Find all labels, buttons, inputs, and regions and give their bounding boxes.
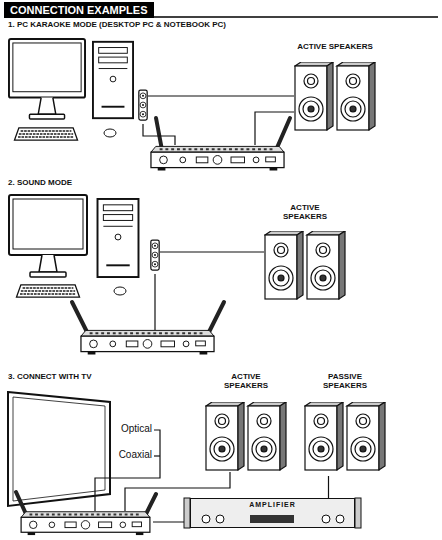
amplifier-illustration	[190, 498, 355, 528]
tv-scene	[8, 392, 385, 535]
speaker-group: ACTIVE SPEAKERS	[262, 203, 348, 303]
amplifier-box: AMPLIFIER	[190, 498, 355, 528]
audio-cable	[160, 251, 264, 252]
audio-cable	[143, 124, 175, 145]
audio-jack-panel	[151, 240, 159, 270]
section-heading: 3. CONNECT WITH TV	[8, 372, 188, 382]
monitor-icon	[9, 39, 85, 119]
sound-mode-scene	[9, 195, 345, 355]
amplifier-illustration	[250, 515, 294, 523]
amplifier-illustration	[216, 515, 224, 523]
pc-tower-icon	[93, 42, 133, 118]
wireless-receiver	[81, 330, 214, 354]
wireless-receiver	[21, 512, 150, 535]
audio-jack-panel	[139, 90, 147, 120]
speaker-label: ACTIVE SPEAKERS	[285, 42, 385, 51]
tv-screen	[13, 397, 105, 501]
mouse-icon	[114, 287, 126, 295]
amplifier-illustration	[336, 515, 344, 523]
page-title: CONNECTION EXAMPLES	[4, 2, 154, 18]
section-heading: 2. SOUND MODE	[8, 178, 308, 188]
speaker-group: ACTIVE SPEAKERS	[285, 42, 385, 134]
monitor-icon	[9, 195, 87, 277]
connection-label: Coaxial	[108, 449, 152, 461]
section-heading: 1. PC KARAOKE MODE (DESKTOP PC & NOTEBOO…	[8, 20, 428, 30]
audio-cable	[155, 252, 264, 330]
antenna	[276, 118, 290, 150]
audio-cable	[255, 112, 294, 145]
audio-cable	[154, 455, 160, 456]
speaker-cable	[328, 476, 329, 498]
audio-cable	[154, 274, 155, 330]
mouse-icon	[104, 129, 116, 137]
keyboard-icon	[17, 285, 80, 297]
speaker-pair-icon	[265, 231, 345, 299]
keyboard-icon	[15, 128, 78, 140]
amplifier-label: AMPLIFIER	[193, 501, 353, 509]
speaker-label: PASSIVE SPEAKERS	[310, 372, 380, 390]
antenna	[156, 118, 290, 150]
antenna	[72, 302, 88, 334]
antenna	[156, 118, 162, 150]
antenna	[16, 492, 26, 514]
speaker-group: PASSIVE SPEAKERS	[302, 372, 388, 476]
connection-label: Optical	[108, 423, 152, 435]
audio-cable	[95, 430, 160, 511]
speaker-label: ACTIVE SPEAKERS	[216, 372, 276, 390]
amplifier-illustration	[184, 498, 361, 528]
speaker-pair-icon	[305, 402, 385, 470]
amplifier-illustration	[355, 498, 361, 528]
wireless-receiver	[151, 146, 284, 170]
pc-tower-icon	[98, 199, 139, 277]
pc-karaoke-scene	[9, 39, 375, 170]
audio-cable	[143, 96, 294, 145]
speaker-group: ACTIVE SPEAKERS	[203, 372, 289, 476]
antenna	[16, 492, 156, 514]
audio-cable	[148, 95, 294, 96]
amplifier-illustration	[322, 515, 330, 523]
antenna	[72, 302, 224, 334]
speaker-label: ACTIVE SPEAKERS	[275, 203, 335, 221]
amplifier-illustration	[202, 515, 210, 523]
antenna	[146, 494, 156, 514]
speaker-pair-icon	[295, 62, 375, 130]
speaker-pair-icon	[206, 402, 286, 470]
antenna	[208, 302, 224, 334]
